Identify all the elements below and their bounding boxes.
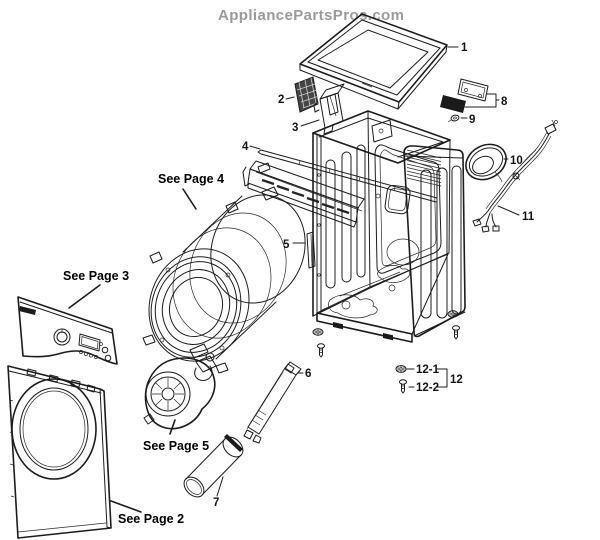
watermark: AppliancePartsPros.com <box>218 7 404 24</box>
leader-3 <box>300 119 320 127</box>
duct-pipe <box>183 434 244 498</box>
blower-assembly <box>143 343 217 430</box>
nut-icon <box>312 328 324 336</box>
pageref-see-page-5: See Page 5 <box>143 439 209 453</box>
leader-4 <box>249 145 261 150</box>
pageref-4-leader <box>182 188 197 210</box>
control-panel <box>17 296 118 365</box>
pageref-see-page-3: See Page 3 <box>63 269 129 283</box>
screw-icon <box>452 325 460 340</box>
callout-12-1: 12-1 <box>416 364 440 376</box>
door-ring <box>465 143 509 183</box>
leg-assembly <box>395 365 448 394</box>
callout-3: 3 <box>292 122 298 134</box>
leader-2 <box>285 96 295 100</box>
callout-12-2: 12-2 <box>416 382 439 394</box>
callout-12: 12 <box>450 374 463 386</box>
leg-nut-icon <box>395 365 407 373</box>
wire-harness <box>472 119 558 233</box>
pageref-3-leader <box>68 284 101 309</box>
screw-icon <box>317 343 325 358</box>
callout-1: 1 <box>461 42 468 54</box>
callout-8: 8 <box>501 96 508 108</box>
callout-10: 10 <box>510 155 523 167</box>
callout-9: 9 <box>469 114 475 126</box>
exhaust-duct <box>243 361 302 444</box>
leader-7 <box>216 476 224 497</box>
cabinet-flange <box>306 231 316 269</box>
pageref-5-leader <box>169 419 176 435</box>
front-panel <box>7 365 112 539</box>
callout-2: 2 <box>278 94 284 106</box>
pageref-see-page-4: See Page 4 <box>158 172 224 186</box>
grommet <box>447 114 468 123</box>
cabinet-frame <box>312 110 466 343</box>
callout-7: 7 <box>213 497 219 509</box>
support-rail <box>257 149 438 203</box>
mounting-screws <box>312 310 460 358</box>
pageref-see-page-2: See Page 2 <box>118 512 184 526</box>
inlet-grille <box>294 76 321 113</box>
top-cover <box>299 13 448 110</box>
pageref-2-leader <box>110 500 142 513</box>
drum-assembly <box>142 186 306 381</box>
callout-4: 4 <box>242 141 249 153</box>
nut-icon <box>447 310 459 318</box>
callout-5: 5 <box>283 239 290 251</box>
leveling-leg-icon <box>399 379 407 394</box>
callout-11: 11 <box>522 211 535 223</box>
callout-6: 6 <box>305 368 311 380</box>
control-board <box>440 78 500 113</box>
